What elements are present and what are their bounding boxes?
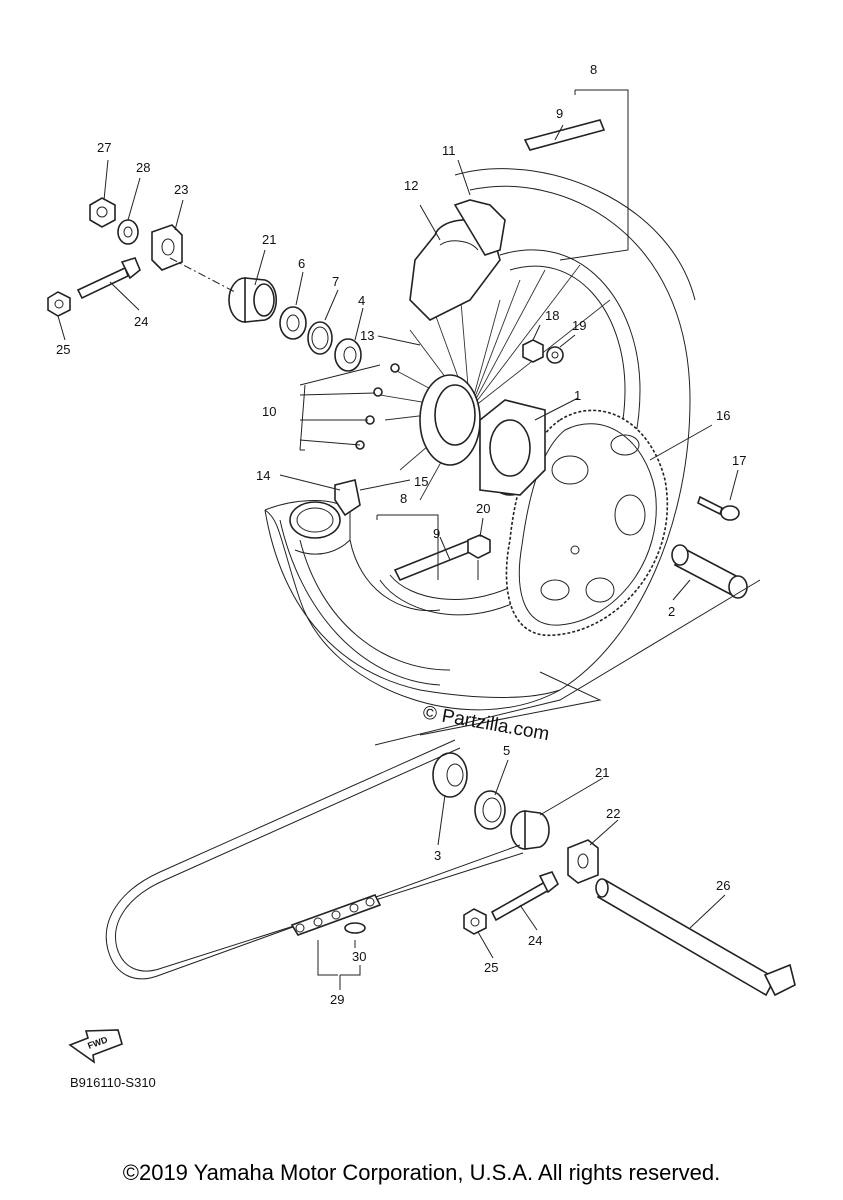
callout-11: 11 xyxy=(442,143,456,158)
nut-25-lower xyxy=(463,908,487,935)
callout-15: 15 xyxy=(414,474,428,489)
callout-9-lower: 9 xyxy=(433,526,440,541)
nut-27 xyxy=(89,197,116,228)
callout-5: 5 xyxy=(503,743,510,758)
callout-9: 9 xyxy=(556,106,563,121)
washer-28 xyxy=(117,219,139,245)
spoke-screws xyxy=(355,363,400,450)
washer-19 xyxy=(546,346,564,364)
oil-seal-4 xyxy=(334,338,362,372)
callout-10: 10 xyxy=(262,404,276,419)
callout-23: 23 xyxy=(174,182,188,197)
callout-22: 22 xyxy=(606,806,620,821)
callout-12: 12 xyxy=(404,178,418,193)
bolt-24-lower xyxy=(490,871,560,922)
callout-25-upper: 25 xyxy=(56,342,70,357)
chain-puller-22 xyxy=(567,839,599,884)
assembly-brackets xyxy=(374,579,761,746)
bolt-24-upper xyxy=(76,257,141,300)
bearing-3 xyxy=(432,752,468,798)
callout-17: 17 xyxy=(732,453,746,468)
nut-25-upper xyxy=(47,291,71,317)
wheel-axle-26 xyxy=(595,878,796,997)
callout-30: 30 xyxy=(352,949,366,964)
bolt-17 xyxy=(697,495,740,521)
chain-puller-23 xyxy=(151,224,183,271)
callout-4: 4 xyxy=(358,293,365,308)
nut-18 xyxy=(522,339,544,363)
diagram-code: B916110-S310 xyxy=(70,1075,156,1090)
callout-numbers: 1 2 3 4 5 6 7 8 9 10 11 12 13 14 15 16 1… xyxy=(56,62,746,1007)
callout-2: 2 xyxy=(668,604,675,619)
hub-flange xyxy=(479,399,546,496)
clip-30 xyxy=(344,922,366,934)
callout-24-lower: 24 xyxy=(528,933,542,948)
callout-14: 14 xyxy=(256,468,270,483)
spacer-2 xyxy=(671,544,748,599)
rim-band-lower xyxy=(393,538,477,582)
tube xyxy=(453,199,506,256)
callout-16: 16 xyxy=(716,408,730,423)
callout-3: 3 xyxy=(434,848,441,863)
callout-19: 19 xyxy=(572,318,586,333)
callout-26: 26 xyxy=(716,878,730,893)
callout-20: 20 xyxy=(476,501,490,516)
collar-21-lower xyxy=(510,810,550,850)
nut-20 xyxy=(467,534,491,580)
callout-21-upper: 21 xyxy=(262,232,276,247)
bearing-6 xyxy=(279,306,307,340)
callout-1: 1 xyxy=(574,388,581,403)
copyright-footer: ©2019 Yamaha Motor Corporation, U.S.A. A… xyxy=(122,1160,721,1185)
circlip-7 xyxy=(307,321,333,355)
callout-29: 29 xyxy=(330,992,344,1007)
callout-27: 27 xyxy=(97,140,111,155)
callout-6: 6 xyxy=(298,256,305,271)
fwd-arrow-icon: FWD xyxy=(68,1029,123,1064)
callout-24-upper: 24 xyxy=(134,314,148,329)
callout-8: 8 xyxy=(590,62,597,77)
callout-25-lower: 25 xyxy=(484,960,498,975)
callout-8-lower: 8 xyxy=(400,491,407,506)
drive-chain xyxy=(105,739,524,980)
callout-13: 13 xyxy=(360,328,374,343)
callout-21-lower: 21 xyxy=(595,765,609,780)
leader-lines xyxy=(57,89,739,990)
oil-seal-5 xyxy=(474,790,506,830)
callout-18: 18 xyxy=(545,308,559,323)
callout-7: 7 xyxy=(332,274,339,289)
collar-21-upper xyxy=(228,277,278,323)
watermark: © Partzilla.com xyxy=(421,702,551,745)
rear-tire xyxy=(264,168,696,711)
rear-sprocket xyxy=(505,409,669,637)
tire-lower-section xyxy=(264,479,361,555)
callout-28: 28 xyxy=(136,160,150,175)
rim-band-upper xyxy=(523,119,606,151)
chain-joint-29 xyxy=(290,894,382,936)
